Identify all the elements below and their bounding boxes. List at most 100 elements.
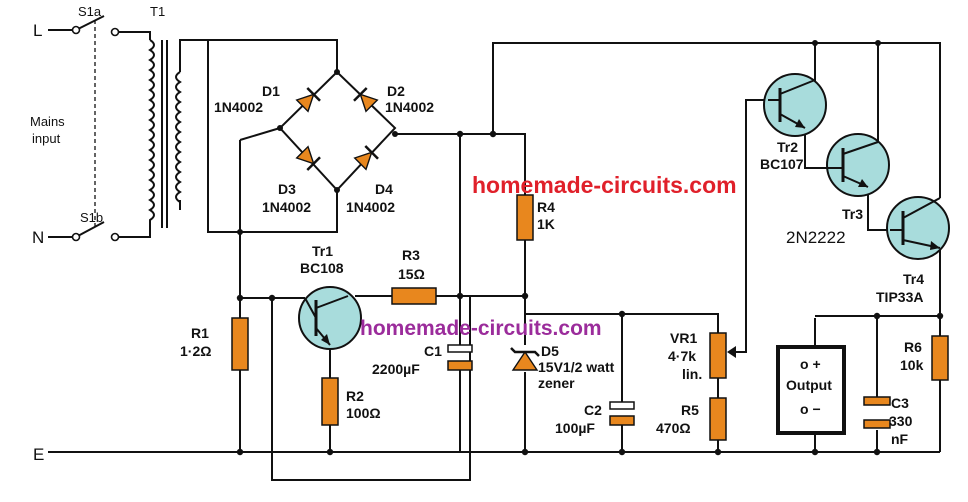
wire-primary-bottom [118,228,151,238]
diode-d2 [353,87,379,113]
switch-contacts [71,25,120,242]
vr1-wiper-arrow [727,346,736,358]
diode-d4 [353,145,379,171]
wire-secondary-top [179,39,241,233]
label-c1-value: 2200µF [372,361,420,377]
label-r5-value: 470Ω [656,420,691,436]
label-r1-name: R1 [191,325,209,341]
capacitor-c1 [447,344,473,371]
label-t1: T1 [150,4,165,19]
label-c2-value: 100µF [555,420,595,436]
label-vr1-type: lin. [682,366,702,382]
label-vr1-name: VR1 [670,330,697,346]
label-d2-name: D2 [387,83,405,99]
label-r4-value: 1K [537,216,555,232]
transistor-tr1 [298,286,362,350]
label-d2-part: 1N4002 [385,99,434,115]
label-c1-name: C1 [424,343,442,359]
switch-s1a-blade [75,15,105,31]
junctions [236,40,944,456]
wire-primary-top [118,31,151,40]
label-tr3-part: 2N2222 [786,228,846,247]
zener-d5 [510,347,540,371]
label-tr1-name: Tr1 [312,243,333,259]
secondary-coil [175,71,182,203]
label-n: N [32,228,44,247]
transistor-tr3 [826,133,890,197]
capacitor-c3 [863,396,891,429]
wire-sense-loop [271,296,471,481]
label-d1-part: 1N4002 [214,99,263,115]
label-mains-line1: Mains [30,114,65,129]
wire-top-rail [460,42,941,198]
label-c3-value: 330 [889,413,913,429]
label-d3-part: 1N4002 [262,199,311,215]
wire-to-r4 [493,133,526,195]
label-tr1-part: BC108 [300,260,344,276]
label-c3-name: C3 [891,395,909,411]
resistor-r6 [931,335,949,381]
wire-bridge-left [239,127,281,141]
label-r2-value: 100Ω [346,405,381,421]
resistor-r1 [231,317,249,371]
transistor-tr4 [886,196,950,260]
bridge-diamond [278,70,397,192]
label-r3-name: R3 [402,247,420,263]
labels: L N E S1a S1b T1 Mains input D1 1N4002 D… [30,4,924,464]
label-output-minus: o − [800,401,821,417]
wire-sec-to-bridge [208,39,338,72]
transistor-tr2 [763,73,827,137]
label-s1b: S1b [80,210,103,225]
label-c3-unit: nF [891,431,909,447]
label-c2-name: C2 [584,402,602,418]
watermark-top: homemade-circuits.com [472,172,737,198]
label-r2-name: R2 [346,388,364,404]
wire-wiper [733,99,768,353]
watermark-middle: homemade-circuits.com [360,317,602,340]
label-r3-value: 15Ω [398,266,425,282]
label-s1a: S1a [78,4,102,19]
wire-tr2-tr3 [804,128,828,169]
output-box [776,345,846,435]
label-e: E [33,445,44,464]
label-tr2-part: BC107 [760,156,804,172]
label-d1-name: D1 [262,83,280,99]
resistor-r3 [391,287,437,305]
label-mains-line2: input [32,131,61,146]
resistor-r4 [516,194,534,241]
label-d4-name: D4 [375,181,393,197]
bridge-diodes [295,87,379,171]
label-r6-value: 10k [900,357,924,373]
label-tr3-name: Tr3 [842,206,863,222]
label-tr2-name: Tr2 [777,139,798,155]
potentiometer-vr1 [709,332,727,379]
label-d5-type: zener [538,375,575,391]
switch-s1b-blade [75,221,105,238]
transformer-core [161,40,168,228]
label-l: L [33,21,42,40]
label-r5-name: R5 [681,402,699,418]
resistor-r5 [709,397,727,441]
capacitor-c2 [609,401,635,426]
label-d4-part: 1N4002 [346,199,395,215]
wire-vr1-top [622,313,719,333]
label-d3-name: D3 [278,181,296,197]
primary-coil [148,39,155,228]
label-tr4-name: Tr4 [903,271,924,287]
diode-d3 [295,145,321,171]
transformer-t1 [148,39,182,228]
label-r4-name: R4 [537,199,555,215]
label-output-plus: o + [800,356,821,372]
label-d5-value: 15V1/2 watt [538,359,615,375]
label-output: Output [786,377,832,393]
label-r1-value: 1·2Ω [180,343,211,359]
label-r6-name: R6 [904,339,922,355]
label-vr1-value: 4·7k [668,348,696,364]
resistor-r2 [321,377,339,426]
diode-d1 [295,87,321,113]
label-tr4-part: TIP33A [876,289,923,305]
wire-tr3-tr4 [867,185,890,231]
wire-bridge-minus [239,190,338,298]
